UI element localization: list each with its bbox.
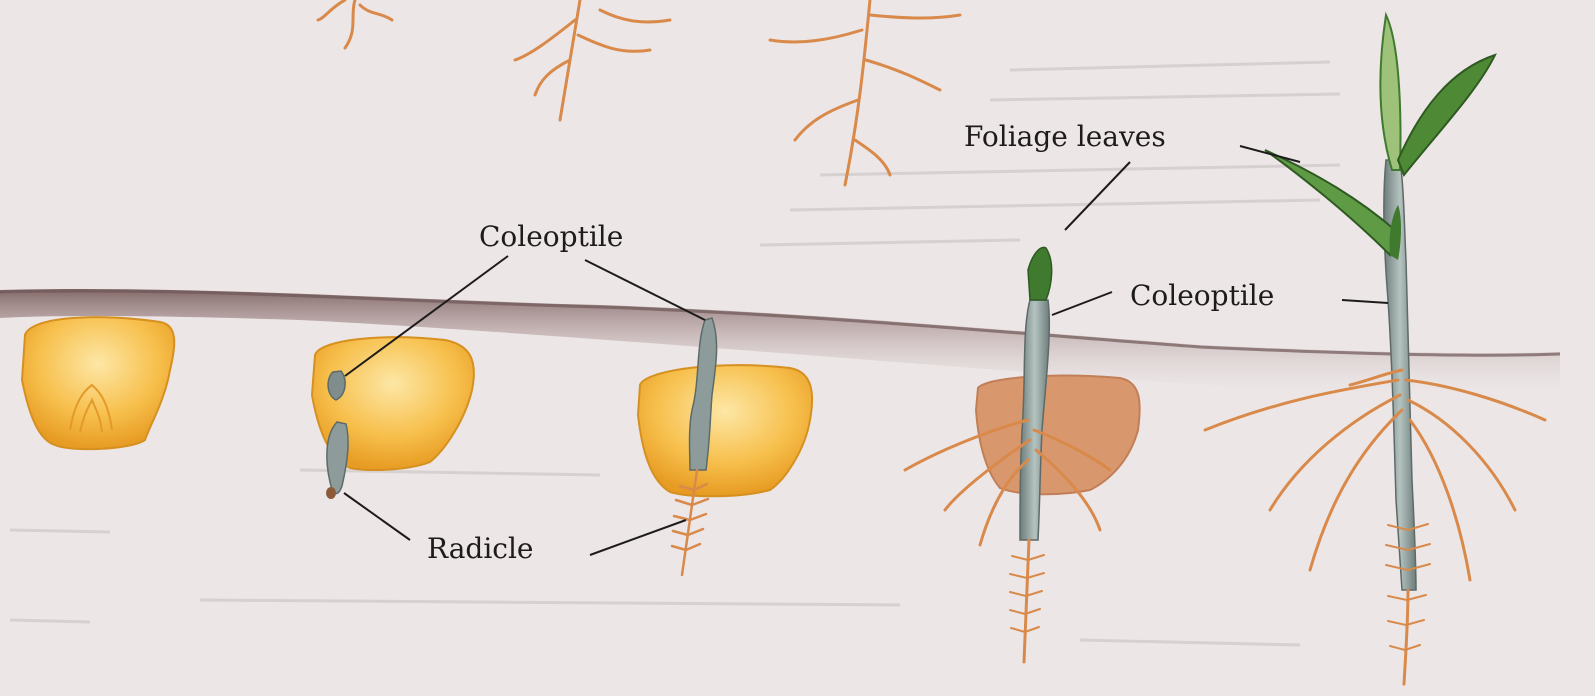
label-radicle: Radicle <box>427 532 534 565</box>
leader-foliage-leaves-to-stage4 <box>1065 162 1130 230</box>
leader-radicle-to-stage2 <box>344 493 410 540</box>
kernel-stage-3 <box>638 318 812 575</box>
kernel-stage-2 <box>312 337 474 499</box>
label-coleoptile-left: Coleoptile <box>479 220 623 253</box>
leader-coleoptile-to-stage4 <box>1052 292 1112 315</box>
leader-radicle-to-stage3 <box>590 520 686 555</box>
label-foliage-leaves: Foliage leaves <box>964 120 1166 153</box>
label-coleoptile-right: Coleoptile <box>1130 279 1274 312</box>
leader-coleoptile-to-stage5 <box>1342 300 1388 303</box>
kernel-stage-1 <box>22 317 174 449</box>
top-roots <box>318 0 960 185</box>
leader-foliage-leaves-to-stage5 <box>1240 146 1300 162</box>
seedling-stage-4 <box>905 247 1140 662</box>
